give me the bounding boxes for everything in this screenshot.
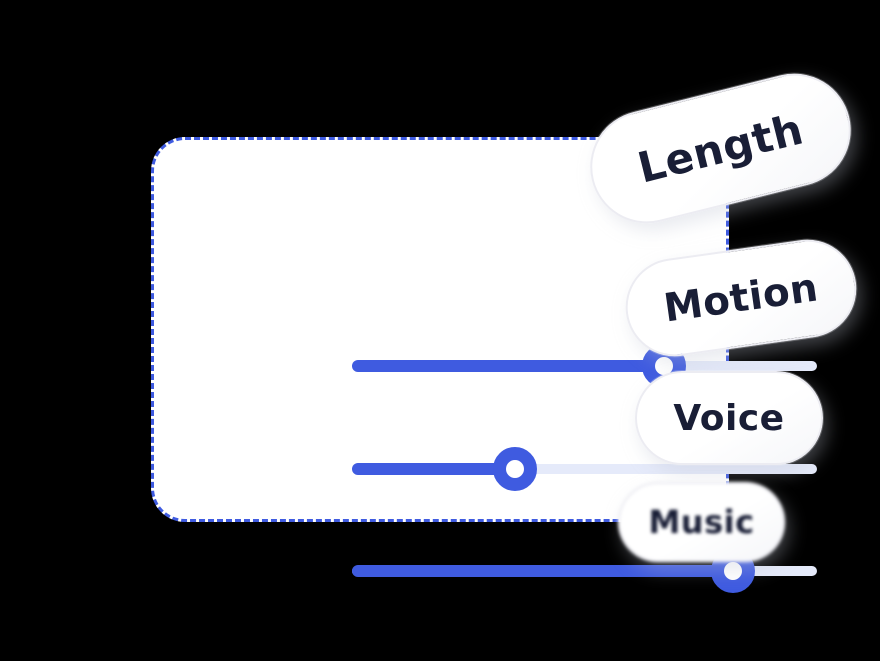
slider-voice-fill [352, 565, 734, 577]
tag-label-music: Music [648, 503, 755, 541]
slider-voice [352, 549, 817, 593]
slider-motion [352, 447, 817, 491]
slider-length-fill [352, 360, 664, 372]
tag-pill-voice: Voice [635, 371, 823, 465]
slider-length [352, 344, 817, 388]
tag-label-voice: Voice [673, 397, 785, 439]
slider-motion-fill [352, 463, 515, 475]
tag-label-length: Length [632, 104, 809, 193]
tag-label-motion: Motion [661, 264, 821, 332]
tag-pill-music: Music [618, 482, 785, 562]
slider-motion-handle[interactable] [492, 447, 537, 491]
